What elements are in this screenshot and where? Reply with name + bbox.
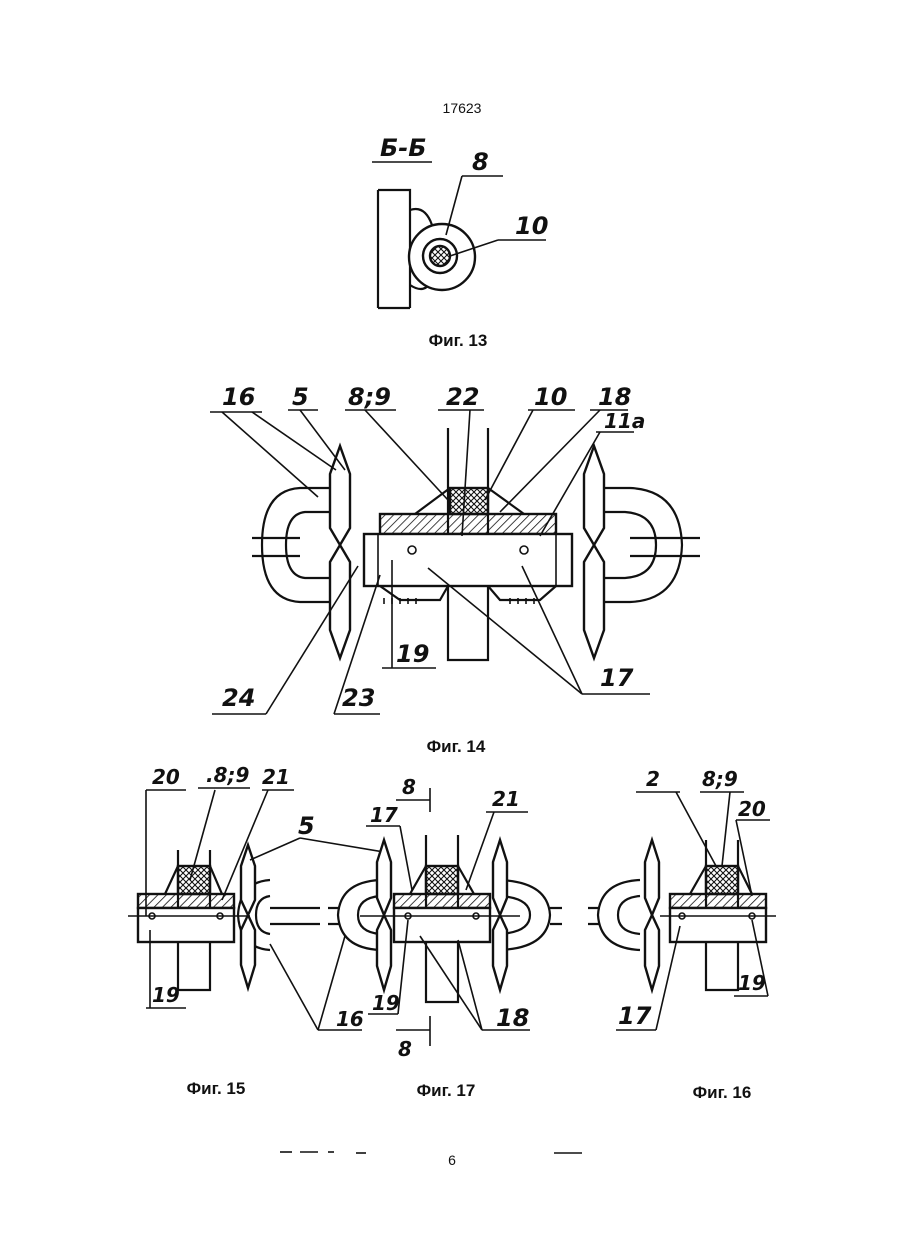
fig13-label-10: 10 [515,212,548,240]
fig14-label-18: 18 [598,383,631,411]
fig17-label-18: 18 [496,1004,529,1032]
fig13-label-8: 8 [472,148,489,176]
fig17-caption: Фиг. 17 [417,1081,476,1100]
fig16-label-19: 19 [738,971,766,995]
fig15-caption: Фиг. 15 [187,1079,246,1098]
fig17-section-mark-top: 8 [402,775,416,799]
fig14-label-17: 17 [600,664,634,692]
footer-marks [280,1152,582,1153]
fig14-caption: Фиг. 14 [427,737,486,756]
figure-13: Б-Б 8 10 Фиг. 13 [372,134,548,350]
fig14-label-16: 16 [222,383,255,411]
fig17-label-17: 17 [370,803,398,827]
fig15-label-20: 20 [152,765,180,789]
fig17-label-21: 21 [492,787,520,811]
fig16-caption: Фиг. 16 [693,1083,752,1102]
fig13-section-label: Б-Б [380,134,427,162]
fig14-label-5: 5 [292,383,309,411]
figure-16: 2 8;9 20 17 19 Фиг. 16 [588,767,776,1102]
page-number: 6 [448,1152,456,1168]
fig15-label-8-9: .8;9 [206,763,250,787]
fig16-label-8-9: 8;9 [702,767,738,791]
fig13-caption: Фиг. 13 [429,331,488,350]
figure-14: 16 5 8;9 22 10 18 11a 24 23 19 17 Фиг. 1… [210,383,700,756]
fig14-label-19: 19 [396,640,429,668]
fig14-label-8-9: 8;9 [348,383,391,411]
fig14-label-23: 23 [342,684,375,712]
fig14-label-11a: 11a [604,409,645,433]
fig17-section-mark-bottom: 8 [398,1037,412,1061]
fig16-label-17: 17 [618,1002,652,1030]
document-number: 17623 [443,100,482,116]
fig17-label-19: 19 [372,991,400,1015]
fig15-label-16: 16 [336,1007,364,1031]
fig15-label-21: 21 [262,765,290,789]
figure-15: 20 .8;9 21 19 5 16 Фиг. 15 [128,763,384,1098]
fig16-label-2: 2 [646,767,660,791]
fig14-label-24: 24 [222,684,255,712]
figure-17: 8 17 21 19 18 8 Фиг. 17 [328,775,562,1100]
fig15-label-5: 5 [298,812,315,840]
fig15-label-19: 19 [152,983,180,1007]
fig14-label-22: 22 [446,383,479,411]
fig14-label-10: 10 [534,383,567,411]
fig16-label-20: 20 [738,797,766,821]
